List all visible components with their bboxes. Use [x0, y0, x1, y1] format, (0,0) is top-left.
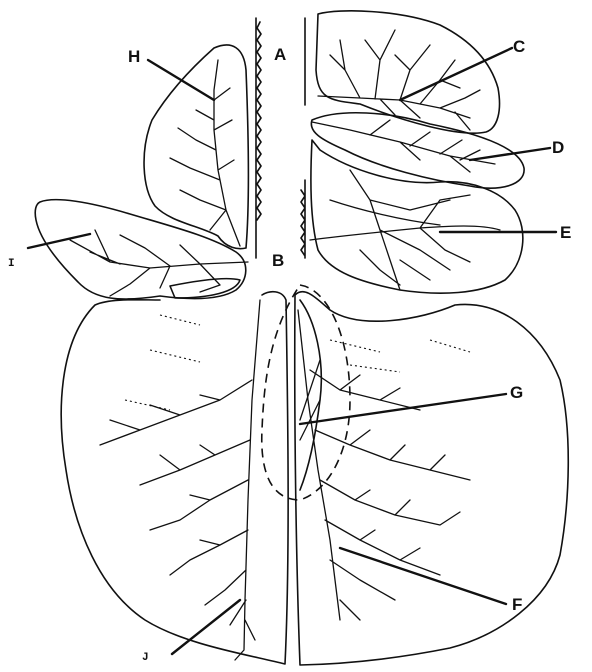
- lobe-h: [144, 45, 248, 249]
- leader-f: [340, 548, 506, 604]
- label-c: C: [513, 37, 525, 56]
- leader-g: [300, 394, 506, 424]
- label-a: A: [274, 45, 286, 64]
- lobe-j: [61, 292, 288, 664]
- lobe-i: [35, 200, 248, 299]
- label-b: B: [272, 251, 284, 270]
- label-g: G: [510, 383, 523, 402]
- leader-j: [172, 600, 240, 654]
- lobe-g: [262, 285, 350, 500]
- label-e: E: [560, 223, 571, 242]
- lobe-f: [295, 292, 569, 665]
- lobe-c: [316, 11, 500, 133]
- label-f: F: [512, 595, 522, 614]
- leader-lines: [28, 48, 556, 654]
- label-j: J: [142, 652, 149, 664]
- label-d: D: [552, 138, 564, 157]
- label-h: H: [128, 47, 140, 66]
- leader-h: [148, 60, 214, 100]
- label-i: I: [8, 258, 15, 270]
- leader-c: [400, 48, 512, 100]
